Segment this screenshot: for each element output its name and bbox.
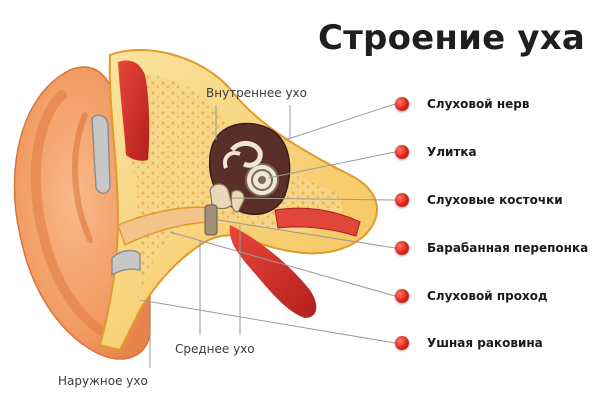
part-label: Улитка xyxy=(427,145,477,159)
ossicles-shape xyxy=(204,183,245,236)
part-label: Барабанная перепонка xyxy=(427,241,589,255)
part-label: Ушная раковина xyxy=(427,336,543,350)
part-label: Слуховой проход xyxy=(427,289,548,303)
marker-dot xyxy=(395,193,409,207)
marker-dot xyxy=(395,289,409,303)
ear-canal-shape xyxy=(91,114,215,277)
marker-dot xyxy=(395,145,409,159)
diagram-title: Строение уха xyxy=(318,18,586,58)
eustachian-tube-shape xyxy=(229,225,317,318)
marker-dot xyxy=(395,241,409,255)
part-label: Слуховой нерв xyxy=(427,97,530,111)
inner-ear-shape xyxy=(208,122,291,216)
part-label: Слуховые косточки xyxy=(427,193,563,207)
section-label-middle: Среднее ухо xyxy=(175,342,255,356)
marker-dot xyxy=(395,97,409,111)
section-label-inner: Внутреннее ухо xyxy=(206,86,307,100)
muscle-band-shape xyxy=(118,60,150,161)
auditory-nerve-shape xyxy=(274,207,361,237)
section-label-outer: Наружное ухо xyxy=(58,374,148,388)
pointer-lines xyxy=(139,103,396,368)
marker-dot xyxy=(395,336,409,350)
